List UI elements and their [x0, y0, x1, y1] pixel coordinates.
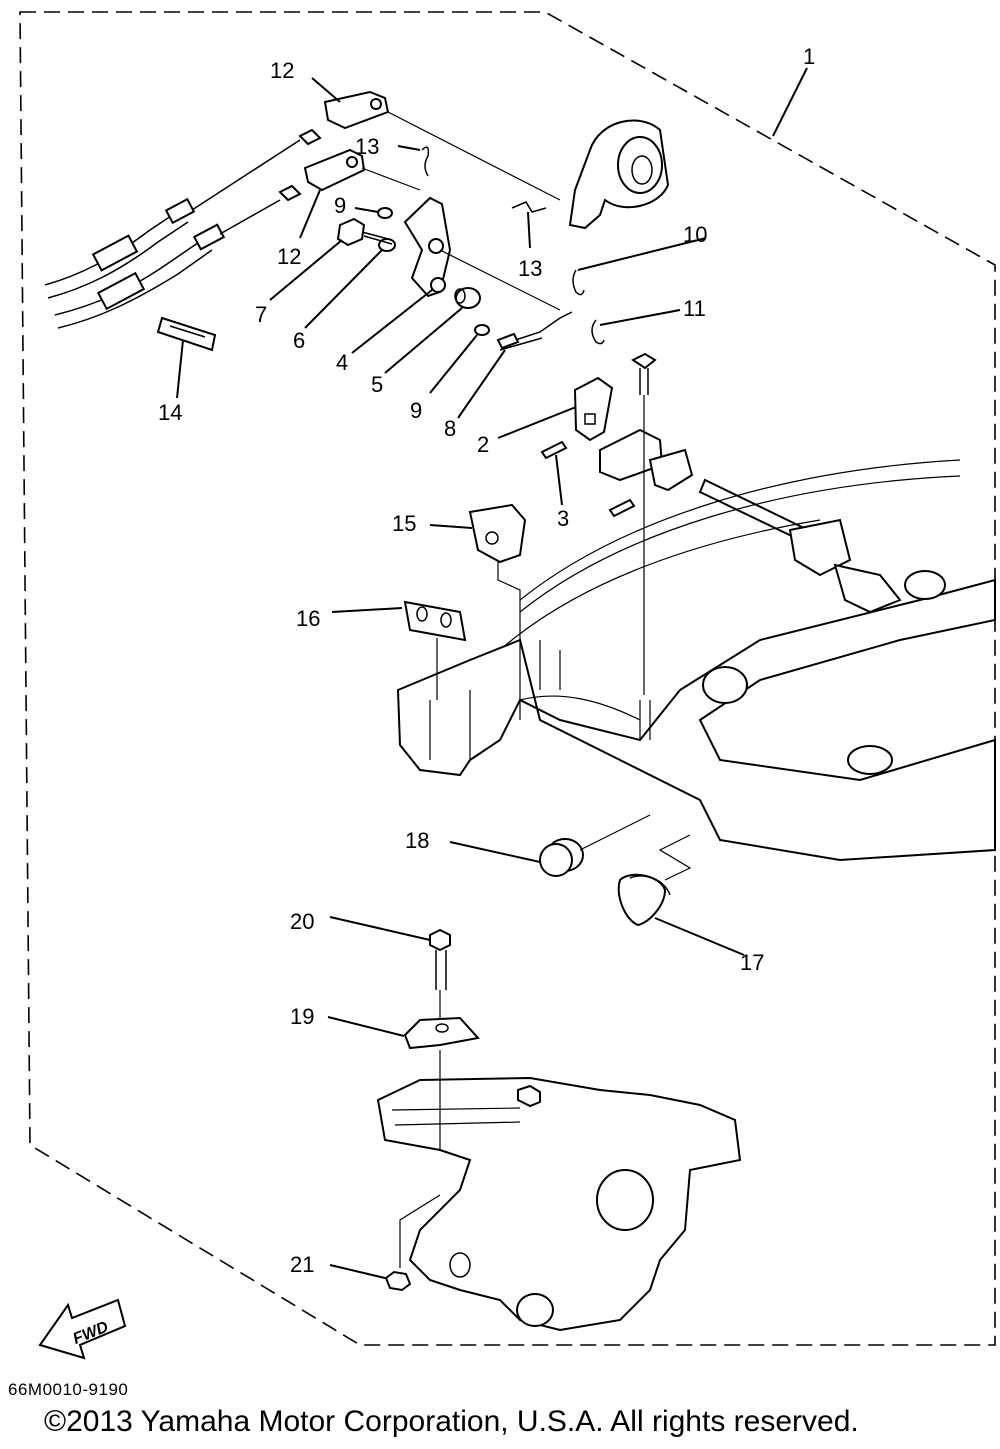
diagram-code: 66M0010-9190	[8, 1380, 129, 1399]
copyright-notice: ©2013 Yamaha Motor Corporation, U.S.A. A…	[44, 1405, 859, 1438]
control-lever	[403, 196, 452, 298]
label-plate-14	[156, 316, 217, 352]
shift-lever	[573, 376, 614, 442]
leader-lines	[176, 67, 808, 1279]
washer-upper	[377, 207, 393, 219]
shift-shaft-bolt	[599, 352, 694, 518]
label-13-upper: 13	[355, 134, 379, 159]
label-18: 18	[405, 828, 429, 853]
washer-lower	[474, 324, 490, 336]
label-16: 16	[296, 606, 320, 631]
grommet-18	[539, 838, 584, 877]
assembly-boundary	[19, 11, 996, 1346]
bolt-20	[429, 928, 451, 990]
label-5: 5	[371, 372, 383, 397]
swivel-bracket	[376, 1076, 742, 1332]
label-21: 21	[290, 1252, 314, 1277]
nut-21	[384, 1270, 412, 1292]
plate-16	[403, 600, 467, 642]
pin-3	[540, 440, 568, 460]
label-1: 1	[803, 44, 815, 69]
bottom-cowling	[396, 459, 996, 862]
grommet-17	[617, 873, 671, 927]
collar-5	[454, 287, 481, 309]
label-12-upper: 12	[270, 58, 294, 83]
fwd-arrow-icon: FWD	[38, 1298, 127, 1360]
bracket-15	[468, 503, 527, 564]
label-6: 6	[293, 328, 305, 353]
label-19: 19	[290, 1004, 314, 1029]
shift-cable	[54, 184, 302, 329]
label-14: 14	[158, 400, 182, 425]
cable-joint-lower	[303, 148, 366, 192]
label-8: 8	[444, 416, 456, 441]
clip-13-upper	[421, 146, 430, 177]
shift-rod-assembly	[698, 478, 902, 614]
label-9-lower: 9	[410, 398, 422, 423]
label-10: 10	[683, 222, 707, 247]
label-9-upper: 9	[334, 193, 346, 218]
throttle-cable	[44, 128, 322, 299]
label-15: 15	[392, 511, 416, 536]
bolt-7	[336, 217, 393, 247]
link-rod	[499, 311, 573, 351]
label-3: 3	[557, 506, 569, 531]
label-7: 7	[255, 302, 267, 327]
clip-13-lower	[511, 201, 547, 213]
label-2: 2	[477, 432, 489, 457]
clip-11	[591, 319, 605, 345]
label-11: 11	[683, 296, 706, 321]
label-13-lower: 13	[518, 256, 542, 281]
label-4: 4	[336, 350, 348, 375]
label-17: 17	[740, 950, 764, 975]
bracket-19	[403, 1016, 480, 1050]
throttle-cam	[568, 119, 670, 230]
label-20: 20	[290, 909, 314, 934]
clip-10	[572, 269, 585, 296]
label-12-lower: 12	[277, 244, 301, 269]
